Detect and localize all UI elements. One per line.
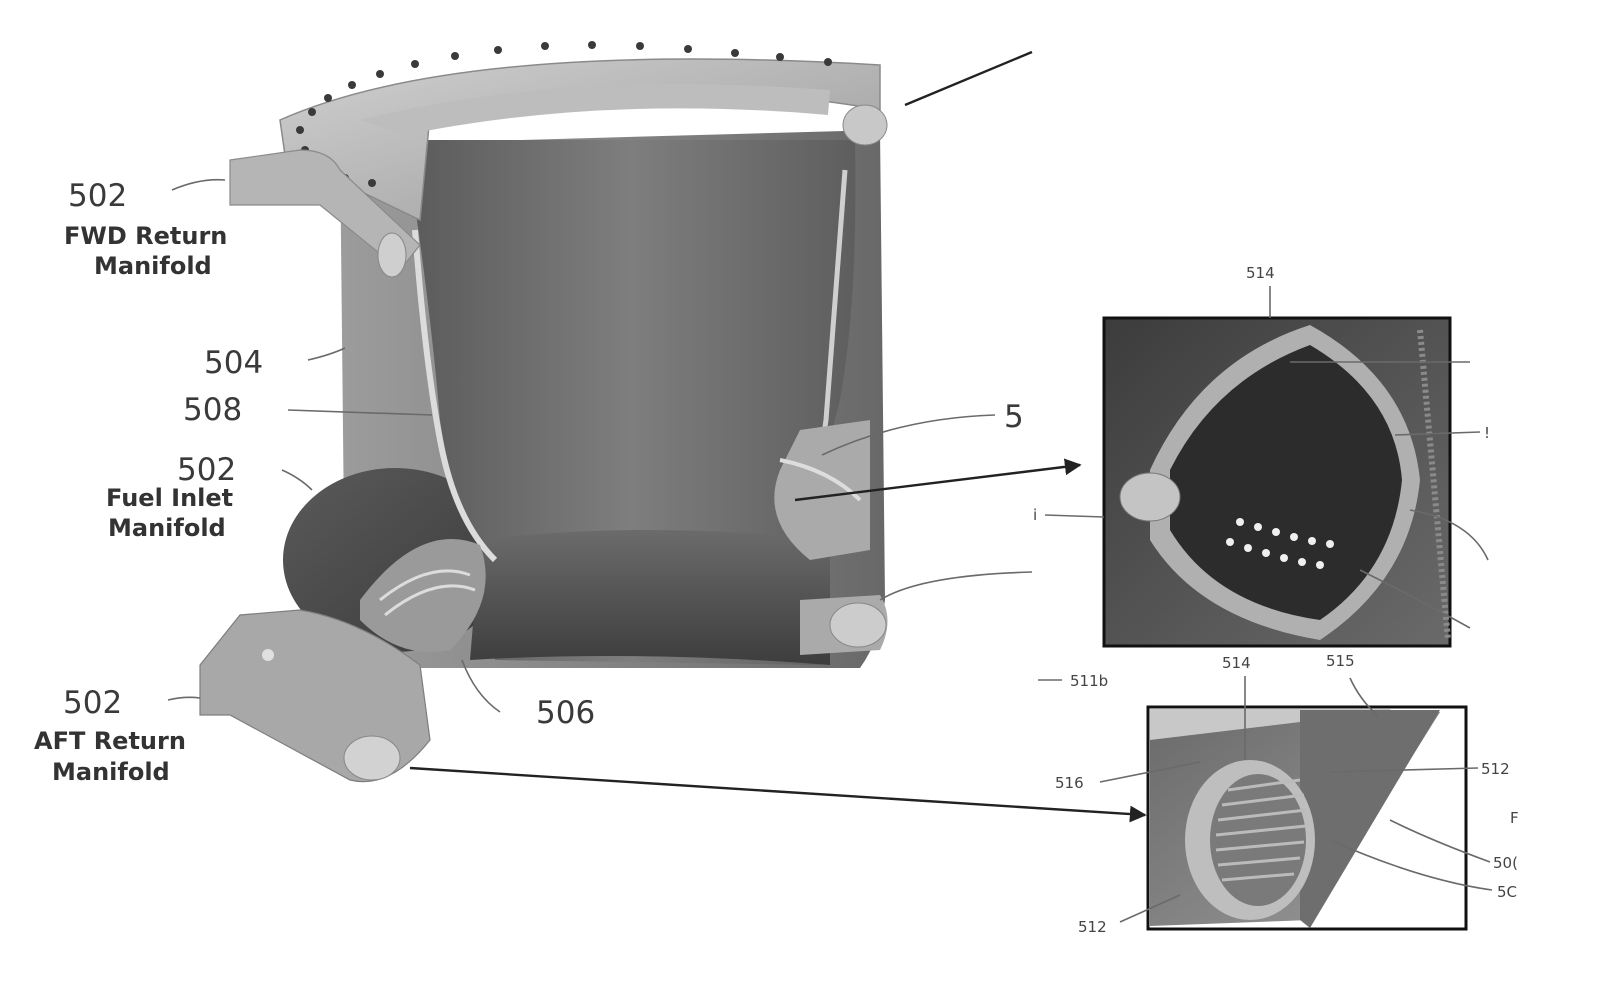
label-inset2-50b: 5C <box>1497 883 1517 901</box>
label-inset2-F: F <box>1510 809 1519 827</box>
label-508: 508 <box>183 392 242 428</box>
label-fuel-manifold: Manifold <box>108 514 226 542</box>
label-inset2-515: 515 <box>1326 652 1355 670</box>
label-fuel-inlet: Fuel Inlet <box>106 484 233 512</box>
inset-detail-upper <box>1102 316 1452 648</box>
label-inset1-514: 514 <box>1246 264 1275 282</box>
label-inset2-512-right: 512 <box>1481 760 1510 778</box>
callout-labels: 502 FWD Return Manifold 504 508 502 Fuel… <box>34 178 1519 936</box>
label-5-partial: 5 <box>1004 399 1024 435</box>
label-fwd-return: FWD Return <box>64 222 227 250</box>
label-inset1-right: ! <box>1484 424 1490 442</box>
label-inset2-516: 516 <box>1055 774 1084 792</box>
label-506: 506 <box>536 695 595 731</box>
leader-lines <box>167 50 1493 923</box>
combustor-liner-drawing <box>199 41 888 783</box>
label-511b: 511b <box>1070 672 1108 690</box>
label-504: 504 <box>204 345 263 381</box>
label-inset2-514: 514 <box>1222 654 1251 672</box>
label-aft-manifold: Manifold <box>52 758 170 786</box>
label-aft-return: AFT Return <box>34 727 186 755</box>
label-502-fwd: 502 <box>68 178 127 214</box>
label-inset2-512-bottom: 512 <box>1078 918 1107 936</box>
label-inset2-50a: 50( <box>1493 854 1518 872</box>
label-502-aft: 502 <box>63 685 122 721</box>
inset-detail-lower <box>1146 705 1468 931</box>
label-inset1-left: i <box>1033 506 1037 524</box>
label-502-fuel: 502 <box>177 452 236 488</box>
label-fwd-manifold: Manifold <box>94 252 212 280</box>
